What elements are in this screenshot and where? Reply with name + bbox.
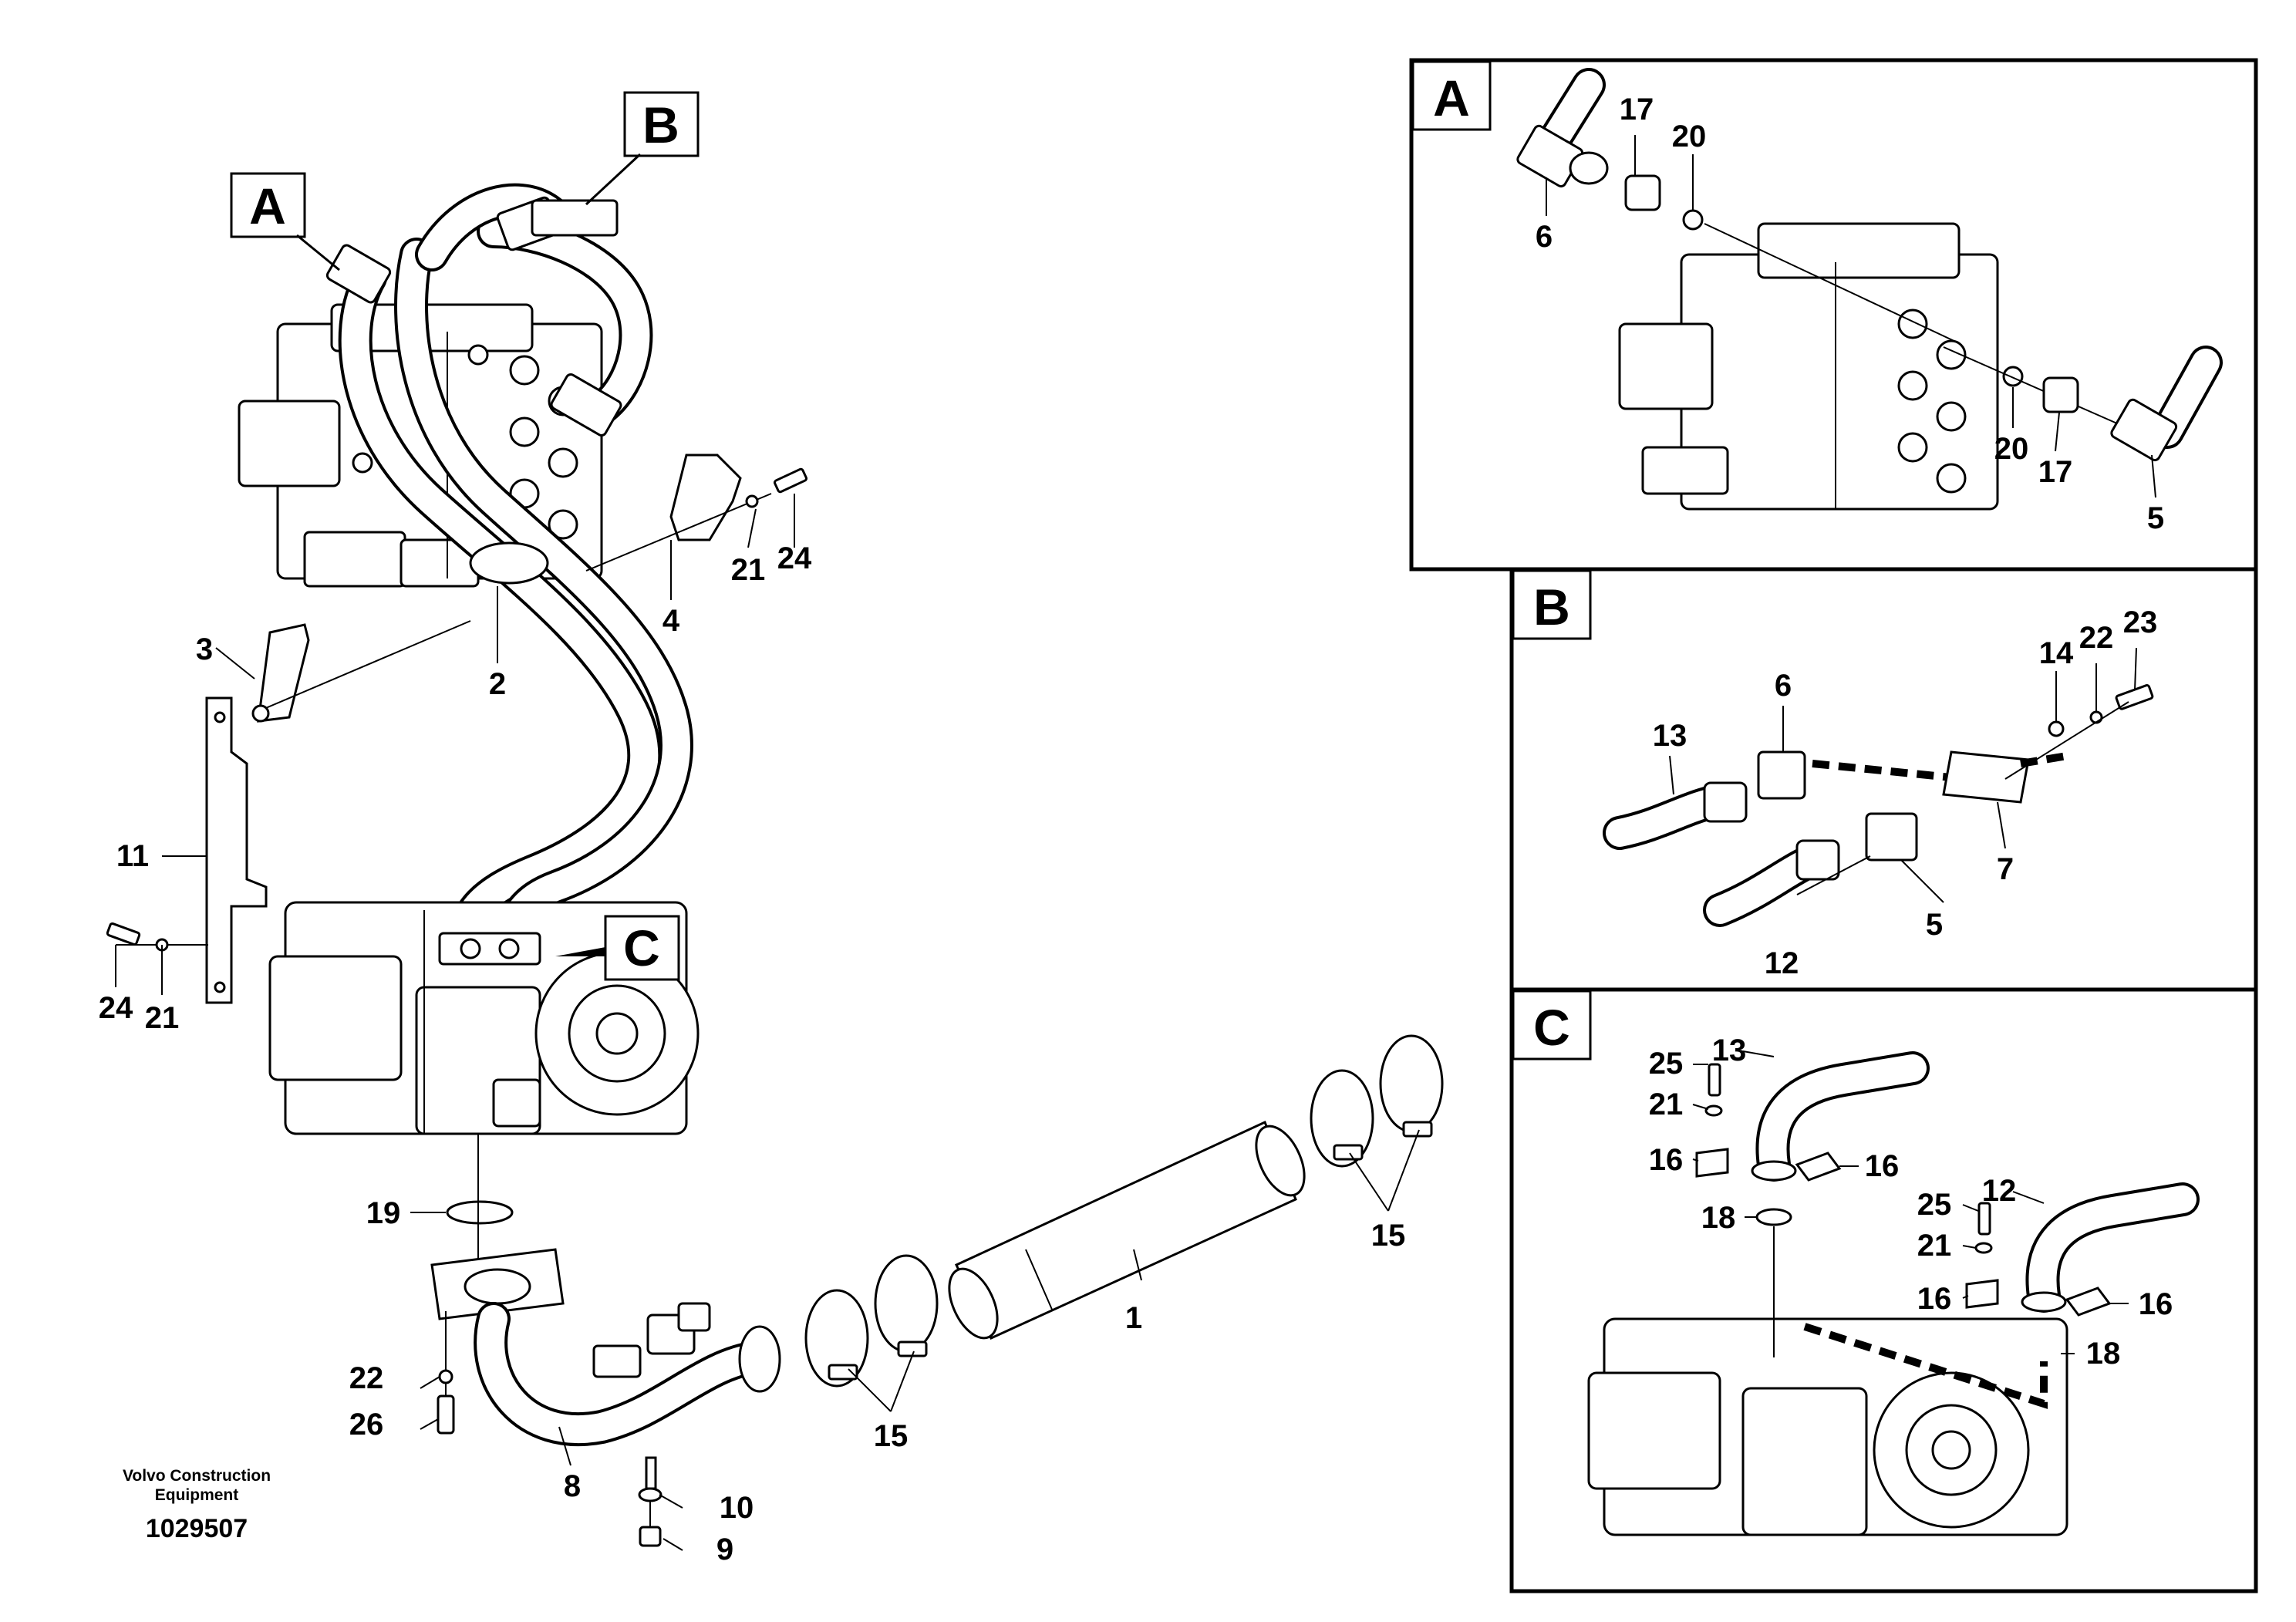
callout-19: 19	[366, 1196, 401, 1230]
detail-a-leaders	[1546, 135, 2156, 498]
o-ring-19	[446, 1200, 514, 1225]
main-assembly-view	[106, 91, 1444, 1551]
hose-clamps-15-lower	[804, 1254, 939, 1388]
callout-4: 4	[663, 604, 680, 638]
company-name-line1: Volvo Construction	[123, 1467, 271, 1485]
detail-a-callout-20-upper: 20	[1672, 120, 1707, 153]
detail-a-fittings	[1516, 68, 2223, 462]
detail-c-callout-16-b: 16	[1865, 1149, 1900, 1183]
callout-flag-c	[555, 915, 680, 981]
detail-a-callout-20-lower: 20	[1994, 432, 2029, 466]
suction-elbow-8	[430, 1248, 781, 1547]
leader-lines-main	[115, 494, 1420, 1551]
detail-b-leaders	[1669, 647, 2137, 903]
detail-b-callout-6: 6	[1775, 669, 1792, 703]
detail-c-callout-25-right: 25	[1917, 1188, 1952, 1222]
detail-b-callout-5: 5	[1926, 908, 1943, 942]
detail-c-callout-16-a: 16	[1649, 1143, 1684, 1177]
detail-c-callout-12: 12	[1982, 1174, 2017, 1208]
flag-label-c: C	[623, 919, 660, 976]
callout-22-main: 22	[349, 1361, 384, 1395]
hose-assembly-2	[325, 183, 693, 973]
detail-b-callout-7: 7	[1997, 852, 2014, 886]
detail-c-callout-18-right: 18	[2086, 1337, 2121, 1371]
detail-a-callout-6: 6	[1536, 220, 1553, 254]
detail-b-callout-14: 14	[2039, 636, 2074, 670]
detail-a-callout-5: 5	[2147, 501, 2164, 535]
clamp-4	[585, 454, 808, 572]
detail-b-callout-22: 22	[2079, 621, 2114, 655]
callout-flag-b	[585, 91, 700, 206]
callout-9: 9	[716, 1533, 733, 1566]
suction-hose-1	[948, 1120, 1306, 1340]
detail-b-callout-13: 13	[1653, 719, 1687, 753]
detail-c-leaders	[1692, 1050, 2129, 1354]
drawing-number: 1029507	[146, 1514, 248, 1543]
detail-b-callout-23: 23	[2123, 605, 2158, 639]
callout-1: 1	[1125, 1301, 1142, 1335]
hydraulic-pump	[268, 901, 700, 1135]
detail-a	[1409, 58, 2258, 572]
hose-clamps-15-upper	[1310, 1034, 1444, 1168]
callout-26: 26	[349, 1408, 384, 1442]
callout-21-left: 21	[145, 1001, 180, 1035]
flag-label-a: A	[249, 177, 286, 234]
detail-c-callout-16-d: 16	[2139, 1287, 2173, 1321]
detail-c-callout-16-c: 16	[1917, 1282, 1952, 1316]
detail-b-letter: B	[1533, 578, 1570, 636]
detail-a-callout-17-lower: 17	[2038, 455, 2073, 489]
callout-flag-a	[230, 172, 340, 271]
detail-a-letter: A	[1433, 69, 1470, 126]
callout-2: 2	[489, 667, 506, 701]
detail-c-hoses	[1695, 1051, 2200, 1363]
detail-c-callout-18-left: 18	[1701, 1201, 1736, 1235]
callout-15-lower: 15	[874, 1419, 909, 1453]
drawing-footer: Volvo Construction Equipment 1029507	[123, 1467, 271, 1543]
detail-c-callout-25-left: 25	[1649, 1047, 1684, 1081]
detail-a-callout-17-upper: 17	[1620, 93, 1654, 126]
detail-b-hoses	[1603, 684, 2154, 927]
callout-labels: A B C A B C 2 3 4 21 24 11 24 21 19 1 15…	[99, 69, 2173, 1566]
callout-3: 3	[196, 632, 213, 666]
callout-24-upper: 24	[777, 541, 812, 575]
detail-c-callout-21-left: 21	[1649, 1088, 1684, 1121]
company-name-line2: Equipment	[155, 1486, 239, 1504]
callout-21-upper: 21	[731, 553, 766, 587]
callout-8: 8	[564, 1469, 581, 1503]
detail-c-callout-13: 13	[1712, 1034, 1747, 1067]
detail-b-callout-12: 12	[1765, 946, 1799, 980]
bracket-3	[251, 620, 471, 723]
callout-11: 11	[116, 839, 149, 873]
bracket-11	[106, 696, 268, 1004]
detail-c-letter: C	[1533, 999, 1570, 1056]
callout-10: 10	[720, 1491, 754, 1525]
detail-c-pump	[1587, 1226, 2068, 1536]
callout-24-left: 24	[99, 991, 133, 1025]
detail-b	[1509, 567, 2258, 992]
detail-a-valve	[1618, 222, 1999, 511]
detail-c	[1509, 987, 2258, 1593]
callout-15-upper: 15	[1371, 1219, 1406, 1253]
flag-label-b: B	[642, 96, 679, 153]
detail-c-callout-21-right: 21	[1917, 1229, 1952, 1263]
